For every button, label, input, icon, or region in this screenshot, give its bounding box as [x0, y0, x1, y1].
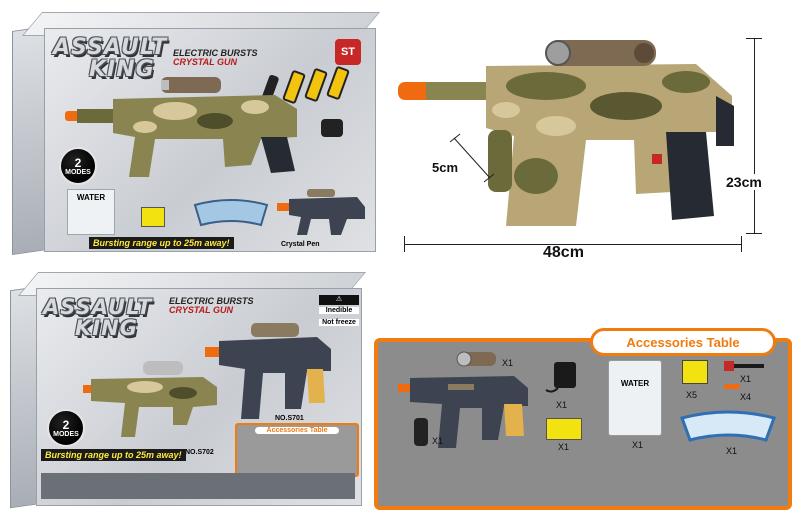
height-dimension-cap-bottom	[746, 233, 762, 234]
grip-icon	[321, 119, 343, 137]
box-tagline: ELECTRIC BURSTS CRYSTAL GUN	[173, 48, 258, 68]
goggles-icon	[193, 199, 269, 227]
box2-tagline-line-1: ELECTRIC BURSTS	[169, 296, 254, 306]
tagline-line-1: ELECTRIC BURSTS	[173, 48, 258, 58]
brand-logo: ST	[335, 39, 361, 65]
warning-inedible: Inedible	[319, 307, 359, 314]
length-dimension-cap-left	[404, 236, 405, 252]
scope-qty: X1	[502, 358, 514, 368]
screwdriver-icon	[724, 364, 764, 368]
water-beads-bag: WATER	[608, 360, 662, 436]
length-dimension-line	[404, 244, 742, 245]
length-dimension-label: 48cm	[543, 244, 584, 261]
battery-icon	[141, 207, 165, 227]
camo-gun-image	[65, 77, 297, 177]
grey-gun-image	[277, 189, 365, 235]
grip-qty: X1	[432, 436, 444, 446]
box2-brand-line-2: KING	[75, 316, 138, 340]
brand-line-1: ASSAULT	[53, 35, 168, 60]
charger-icon	[545, 362, 576, 393]
hero-gun-image	[398, 40, 734, 226]
box2-front-panel: ASSAULT KING ELECTRIC BURSTS CRYSTAL GUN…	[36, 288, 362, 506]
bullets-pack-icon	[682, 360, 708, 384]
accessory-goggles-icon	[680, 410, 776, 442]
brand-title: ASSAULT KING	[53, 37, 167, 81]
charger-qty: X1	[556, 400, 568, 410]
accessories-title: Accessories Table	[590, 328, 776, 356]
range-strip: Bursting range up to 25m away!	[89, 237, 234, 249]
grip-dimension-line	[450, 133, 494, 183]
grip-dimension-label: 5cm	[432, 160, 459, 175]
product-label-text: Crystal Pen	[281, 241, 320, 248]
warning-icon: ⚠	[319, 295, 359, 305]
box2-brand-title: ASSAULT KING	[43, 297, 152, 339]
accessory-battery-icon	[546, 418, 582, 440]
box2-brand-line-1: ASSAULT	[43, 295, 153, 319]
accessories-panel: Accessories Table X1 X1 X1 X1 WATER X1 X…	[374, 328, 792, 510]
bullets-qty: X5	[686, 390, 698, 400]
goggles-qty: X1	[726, 446, 738, 456]
scope-icon	[456, 351, 496, 367]
screwdriver-handle	[724, 361, 734, 371]
warning-not-freeze: Not freeze	[319, 319, 359, 326]
height-dimension-line	[754, 38, 755, 234]
water-beads-pack: WATER	[67, 189, 115, 235]
height-dimension-label: 23cm	[726, 174, 762, 190]
box2-grey-gun-image	[205, 323, 331, 419]
accessory-gun-image	[398, 376, 528, 448]
modes-label: MODES	[65, 168, 91, 176]
box2-modes-number: 2	[62, 417, 70, 432]
accessory-grip-icon	[414, 418, 428, 446]
darts-qty: X4	[740, 392, 752, 402]
box2-camo-gun-image	[83, 361, 217, 437]
battery-qty: X1	[558, 442, 570, 452]
box2-accessories-mini: Accessories Table	[235, 423, 359, 477]
box2-tagline: ELECTRIC BURSTS CRYSTAL GUN	[169, 296, 254, 316]
model-number-1: NO.S701	[275, 415, 304, 422]
box2-tagline-line-2: CRYSTAL GUN	[169, 305, 234, 316]
brand-line-2: KING	[89, 57, 155, 82]
tagline-line-2: CRYSTAL GUN	[173, 57, 238, 68]
box2-modes-label: MODES	[53, 430, 79, 438]
modes-badge: 2 MODES	[59, 147, 97, 185]
dart-icon	[724, 384, 740, 389]
product-box-second: ASSAULT KING ELECTRIC BURSTS CRYSTAL GUN…	[8, 268, 367, 509]
box-front-panel: ASSAULT KING ELECTRIC BURSTS CRYSTAL GUN…	[44, 28, 376, 252]
beads-qty: X1	[632, 440, 644, 450]
beads-label: WATER	[620, 379, 650, 388]
box2-range-strip: Bursting range up to 25m away!	[41, 449, 186, 461]
length-dimension-cap-right	[741, 236, 742, 252]
box2-modes-badge: 2 MODES	[47, 409, 85, 447]
water-pack-label: WATER	[76, 193, 106, 202]
product-box-main: ASSAULT KING ELECTRIC BURSTS CRYSTAL GUN…	[8, 8, 381, 255]
box2-bottom-strip	[41, 473, 355, 499]
height-dimension-cap-top	[746, 38, 762, 39]
screwdriver-qty: X1	[740, 374, 752, 384]
model-number-2: NO.S702	[185, 449, 214, 456]
modes-number: 2	[74, 155, 82, 170]
box2-accessories-mini-title: Accessories Table	[255, 427, 339, 434]
